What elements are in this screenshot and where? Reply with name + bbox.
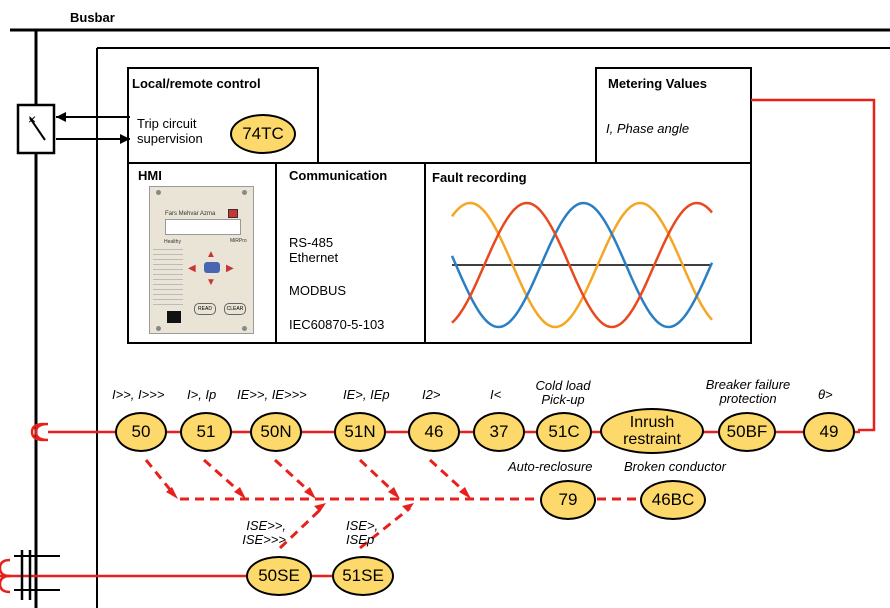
communication-title: Communication xyxy=(289,168,388,183)
node-inrush-restraint: Inrush restraint xyxy=(600,408,704,454)
metering-title: Metering Values xyxy=(608,76,707,91)
metering-text: I, Phase angle xyxy=(606,121,690,136)
fault-waveforms xyxy=(450,201,714,329)
label-51c: Cold load Pick-up xyxy=(528,379,598,407)
comm-item-rs485: RS-485 xyxy=(289,235,334,250)
label-49: θ> xyxy=(818,387,833,402)
label-50se-line1: ISE>>, xyxy=(246,518,286,533)
inrush-line1: Inrush xyxy=(629,414,675,431)
relay-logo xyxy=(228,209,238,218)
label-51se-line2: ISEp xyxy=(346,532,375,547)
node-79: 79 xyxy=(540,480,596,520)
label-51c-line2: Pick-up xyxy=(541,392,585,407)
fault-recording-box xyxy=(424,162,752,344)
breaker-x-mark: × xyxy=(28,111,36,127)
relay-healthy-label: Healthy xyxy=(164,239,181,245)
node-37: 37 xyxy=(473,412,525,452)
label-51se: ISE>, ISEp xyxy=(346,519,396,547)
comm-item-modbus: MODBUS xyxy=(289,283,347,298)
relay-lcd xyxy=(165,219,241,235)
node-51: 51 xyxy=(180,412,232,452)
relay-model: MiRPro xyxy=(230,238,247,244)
label-50bf-line1: Breaker failure xyxy=(705,377,791,392)
breaker-switch xyxy=(29,117,46,141)
hmi-title: HMI xyxy=(138,168,162,183)
metering-red-line xyxy=(751,98,876,432)
node-50: 50 xyxy=(115,412,167,452)
read-button[interactable]: READ xyxy=(194,303,216,315)
local-remote-title: Local/remote control xyxy=(132,76,261,91)
label-50bf: Breaker failure protection xyxy=(698,378,798,406)
relay-port xyxy=(167,311,181,323)
label-50n: IE>>, IE>>> xyxy=(237,387,307,402)
label-79: Auto-reclosure xyxy=(508,459,593,474)
enter-icon[interactable] xyxy=(204,262,220,273)
label-50se-line2: ISE>>> xyxy=(242,532,286,547)
node-51c: 51C xyxy=(536,412,592,452)
node-50se: 50SE xyxy=(246,556,312,596)
node-46: 46 xyxy=(408,412,460,452)
relay-nav-pad[interactable]: ▲ ◀ ▶ ▼ xyxy=(188,249,234,288)
relay-led-list xyxy=(153,245,183,305)
circuit-breaker xyxy=(16,103,56,155)
busbar-label: Busbar xyxy=(70,10,115,25)
nav-right-icon[interactable]: ▶ xyxy=(226,263,234,274)
node-51se: 51SE xyxy=(332,556,394,596)
inrush-line2: restraint xyxy=(623,431,681,448)
node-46bc: 46BC xyxy=(640,480,706,520)
node-50n: 50N xyxy=(250,412,302,452)
wave-phase-b xyxy=(450,201,714,329)
clear-button[interactable]: CLEAR xyxy=(224,303,246,315)
dashed-signals xyxy=(144,458,640,550)
core-balance-ct-symbol xyxy=(0,558,11,594)
label-51se-line1: ISE>, xyxy=(346,518,379,533)
nav-down-icon[interactable]: ▼ xyxy=(206,277,216,288)
node-50bf: 50BF xyxy=(718,412,776,452)
relay-device: Fars Mehvar Azma MiRPro Healthy ▲ ◀ ▶ ▼ … xyxy=(149,186,254,334)
wave-phase-c xyxy=(451,201,713,329)
nav-up-icon[interactable]: ▲ xyxy=(206,249,216,260)
label-50bf-line2: protection xyxy=(719,391,777,406)
label-51: I>, Ip xyxy=(187,387,217,402)
label-46bc: Broken conductor xyxy=(624,459,726,474)
node-74tc: 74TC xyxy=(230,114,296,154)
label-37: I< xyxy=(490,387,502,402)
label-50: I>>, I>>> xyxy=(112,387,165,402)
ct-symbol xyxy=(34,422,49,442)
comm-item-iec: IEC60870-5-103 xyxy=(289,317,385,332)
trip-circuit-label: Trip circuit xyxy=(137,116,197,131)
node-49: 49 xyxy=(803,412,855,452)
label-51n: IE>, IEp xyxy=(343,387,390,402)
label-51c-line1: Cold load xyxy=(535,378,591,393)
label-50se: ISE>>, ISE>>> xyxy=(236,519,286,547)
label-46: I2> xyxy=(422,387,441,402)
nav-left-icon[interactable]: ◀ xyxy=(188,263,196,274)
comm-item-ethernet: Ethernet xyxy=(289,250,339,265)
relay-brand: Fars Mehvar Azma xyxy=(165,211,216,217)
fault-recording-title: Fault recording xyxy=(432,170,527,185)
node-51n: 51N xyxy=(334,412,386,452)
supervision-label: supervision xyxy=(137,131,203,146)
